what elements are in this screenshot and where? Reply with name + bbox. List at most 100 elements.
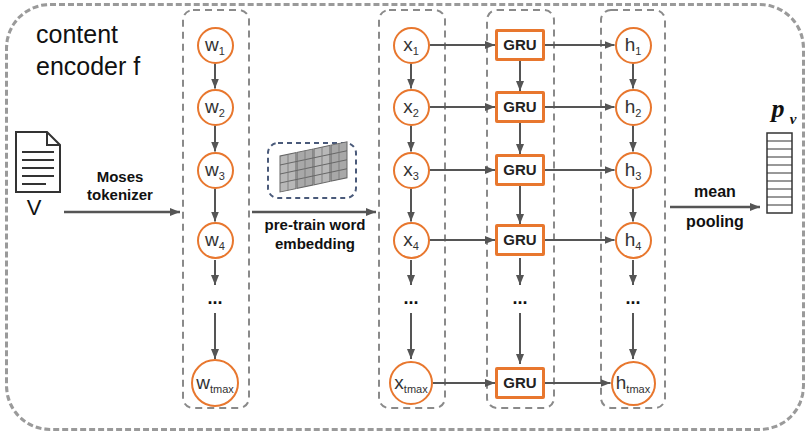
ellipsis: ... bbox=[500, 288, 540, 308]
flow-arrow bbox=[433, 382, 495, 384]
symbol-text: GRU bbox=[503, 36, 536, 53]
subscript-text: 4 bbox=[635, 240, 641, 252]
symbol-text: w bbox=[205, 229, 219, 250]
token-circle: h4 bbox=[615, 222, 652, 259]
token-circle: h2 bbox=[615, 89, 652, 126]
subscript-text: 1 bbox=[413, 45, 419, 57]
column-group bbox=[601, 10, 665, 408]
flow-arrow bbox=[410, 313, 412, 359]
gru-cell: GRU bbox=[495, 367, 545, 399]
ellipsis: ... bbox=[391, 288, 431, 308]
symbol-text: h bbox=[625, 229, 636, 250]
node-label: w2 bbox=[205, 96, 225, 119]
ellipsis: ... bbox=[613, 288, 653, 308]
subscript-text: 1 bbox=[635, 45, 641, 57]
subscript-text: 4 bbox=[219, 240, 225, 252]
symbol-text: h bbox=[625, 96, 636, 117]
vector-icon bbox=[767, 133, 792, 213]
gru-cell: GRU bbox=[495, 224, 545, 256]
input-label: V bbox=[19, 195, 49, 221]
flow-arrow bbox=[430, 44, 496, 46]
token-circle: x4 bbox=[393, 222, 430, 259]
node-label: GRU bbox=[503, 161, 536, 179]
node-label: h2 bbox=[625, 96, 642, 119]
subscript-text: tmax bbox=[210, 383, 234, 395]
token-circle: htmax bbox=[611, 361, 656, 406]
flow-arrow bbox=[214, 64, 216, 89]
flow-arrow bbox=[519, 258, 521, 285]
token-circle: xtmax bbox=[389, 361, 433, 405]
node-label: h3 bbox=[625, 159, 642, 182]
symbol-text: x bbox=[403, 96, 413, 117]
flow-arrow bbox=[214, 126, 216, 152]
gru-cell: GRU bbox=[495, 29, 545, 61]
flow-arrow bbox=[545, 239, 615, 241]
symbol-text: x bbox=[403, 229, 413, 250]
token-circle: x2 bbox=[393, 89, 430, 126]
node-label: w4 bbox=[205, 229, 225, 252]
flow-arrow bbox=[545, 169, 615, 171]
subscript-text: 3 bbox=[413, 170, 419, 182]
document-icon bbox=[16, 132, 60, 192]
node-label: h1 bbox=[625, 34, 642, 57]
symbol-text: w bbox=[205, 96, 219, 117]
symbol-text: w bbox=[205, 159, 219, 180]
group-heading: content encoder f bbox=[36, 18, 186, 82]
flow-arrow bbox=[430, 106, 496, 108]
flow-arrow bbox=[545, 382, 611, 384]
embedding-icon bbox=[268, 142, 356, 198]
token-circle: w1 bbox=[197, 27, 234, 64]
symbol-text: x bbox=[394, 372, 404, 393]
subscript-text: 4 bbox=[413, 240, 419, 252]
step-label: Moses tokenizer bbox=[72, 168, 168, 204]
output-subscript: v bbox=[786, 110, 800, 128]
node-label: htmax bbox=[616, 372, 650, 395]
node-label: x1 bbox=[403, 34, 419, 57]
symbol-text: GRU bbox=[503, 98, 536, 115]
node-label: h4 bbox=[625, 229, 642, 252]
column-group bbox=[487, 10, 554, 408]
token-circle: x3 bbox=[393, 152, 430, 189]
node-label: x4 bbox=[403, 229, 419, 252]
symbol-text: w bbox=[205, 34, 219, 55]
flow-arrow bbox=[632, 126, 634, 152]
node-label: x2 bbox=[403, 96, 419, 119]
subscript-text: tmax bbox=[626, 383, 650, 395]
gru-cell: GRU bbox=[495, 154, 545, 186]
node-label: xtmax bbox=[394, 372, 427, 395]
subscript-text: 3 bbox=[635, 170, 641, 182]
token-circle: wtmax bbox=[191, 359, 239, 407]
flow-arrow bbox=[545, 44, 615, 46]
flow-arrow bbox=[430, 239, 496, 241]
token-circle: w3 bbox=[197, 152, 234, 189]
step-label: pre-train word embedding bbox=[237, 215, 393, 253]
node-label: w3 bbox=[205, 159, 225, 182]
flow-arrow bbox=[519, 186, 521, 224]
token-circle: h3 bbox=[615, 152, 652, 189]
step-label: mean pooling bbox=[677, 177, 753, 237]
subscript-text: 2 bbox=[413, 107, 419, 119]
token-circle: h1 bbox=[615, 27, 652, 64]
flow-arrow bbox=[632, 260, 634, 285]
ellipsis: ... bbox=[195, 288, 235, 308]
node-label: x3 bbox=[403, 159, 419, 182]
flow-arrow bbox=[410, 189, 412, 222]
symbol-text: h bbox=[616, 372, 627, 393]
flow-arrow bbox=[252, 211, 376, 214]
node-label: w1 bbox=[205, 34, 225, 57]
node-label: GRU bbox=[503, 98, 536, 116]
token-circle: w4 bbox=[197, 222, 234, 259]
symbol-text: x bbox=[403, 34, 413, 55]
connector-layer bbox=[215, 45, 633, 383]
encoder-group: content encoder fw1w2w3w4wtmaxx1x2x3x4xt… bbox=[5, 3, 805, 431]
flow-arrow bbox=[519, 61, 521, 91]
subscript-text: tmax bbox=[404, 383, 428, 395]
subscript-text: 1 bbox=[219, 45, 225, 57]
subscript-text: 2 bbox=[219, 107, 225, 119]
flow-arrow bbox=[214, 189, 216, 222]
symbol-text: GRU bbox=[503, 161, 536, 178]
symbol-text: w bbox=[196, 372, 210, 393]
flow-arrow bbox=[519, 313, 521, 364]
flow-arrow bbox=[519, 123, 521, 154]
node-label: wtmax bbox=[196, 372, 234, 395]
